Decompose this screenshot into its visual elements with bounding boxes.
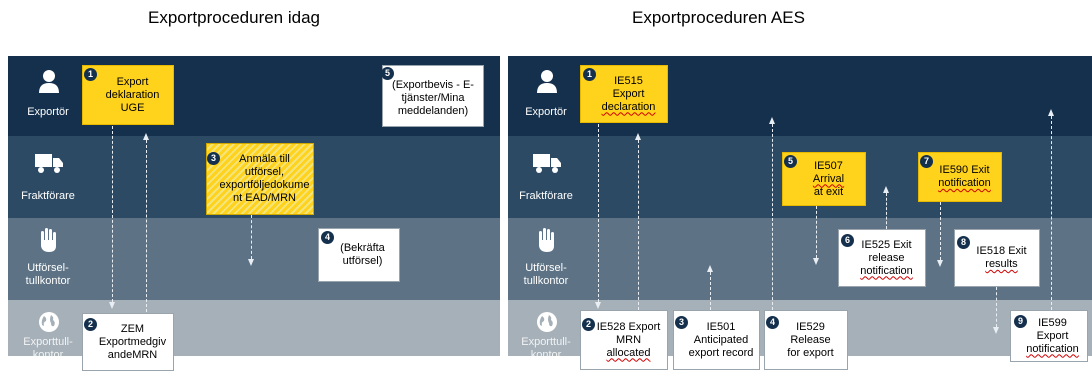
arrow-head-up-aes-3 [707,265,713,272]
step5-export-proof-box: (Exportbevis - E-tjänster/Mina meddeland… [382,65,484,127]
arrow-head-down-1 [109,302,115,309]
arrow-line-up-aes-9 [1051,116,1052,310]
arrow-line-down-1 [112,126,113,302]
step3-exit-notification-box: Anmäla till utförsel, exportföljedokume … [206,143,314,215]
row-label-exporter-aes: Exportör [525,106,567,118]
arrow-head-down-aes-8 [993,327,999,334]
arrow-line-down-aes-5 [816,206,817,258]
step3-number-badge: 3 [207,152,220,165]
step5-number-badge: 5 [381,67,394,80]
step1-export-declaration-box: Export deklaration UGE [82,65,174,125]
row-label-export-office: Exporttull-kontor [23,336,73,361]
person-icon [38,69,60,93]
step2-number-badge-aes: 2 [582,318,595,331]
person-icon [536,69,558,93]
step5-number-badge-aes: 5 [784,155,797,168]
step3-number-badge-aes: 3 [675,316,688,329]
arrow-line-down-3 [251,215,252,259]
arrow-line-down-aes-7 [940,202,941,260]
step4-number-badge-aes: 4 [766,316,779,329]
left-title: Exportproceduren idag [148,8,321,27]
row-label-carrier: Fraktförare [21,190,75,202]
exit-office-lane [8,218,500,300]
arrow-line-up-aes-6 [886,193,887,229]
row-label-exit-office-aes: Utförsel-tullkontor [523,262,569,287]
step1-number-badge-aes: 1 [583,68,596,81]
arrow-head-down-aes-1 [595,302,601,309]
arrow-line-down-aes-8 [996,287,997,327]
step6-number-badge-aes: 6 [841,234,854,247]
arrow-line-up-aes-3 [710,272,711,310]
step1-number-badge: 1 [84,68,97,81]
arrow-line-down-aes-1 [598,124,599,302]
right-title: Exportproceduren AES [632,8,805,27]
hand-icon [39,228,59,252]
arrow-head-up-aes-6 [883,186,889,193]
step4-number-badge: 4 [321,231,334,244]
arrow-head-down-aes-7 [937,260,943,267]
arrow-head-up-1 [143,133,149,140]
row-label-exit-office: Utförsel-tullkontor [25,262,71,287]
step9-number-badge-aes: 9 [1014,315,1027,328]
arrow-line-up-aes-4 [772,124,773,310]
row-label-carrier-aes: Fraktförare [519,190,573,202]
arrow-head-up-aes-2 [635,133,641,140]
step7-number-badge-aes: 7 [920,155,933,168]
row-label-exporter: Exportör [27,106,69,118]
arrow-line-up-1 [146,140,147,312]
globe-icon [536,311,558,333]
arrow-head-down-aes-5 [813,258,819,265]
hand-icon [537,228,557,252]
arrow-head-up-aes-9 [1048,109,1054,116]
truck-icon [35,152,63,174]
step2-export-release-box: ZEM Exportmedgiv andeMRN [82,313,174,371]
globe-icon [38,311,60,333]
step8-number-badge-aes: 8 [957,236,970,249]
row-label-export-office-aes: Exporttull-kontor [521,336,571,361]
left-panel: Exportör Fraktförare Utförsel-tullkontor… [8,56,500,371]
step2-number-badge: 2 [84,318,97,331]
arrow-line-up-aes-2 [638,140,639,310]
truck-icon [533,152,561,174]
arrow-head-down-3 [248,259,254,266]
arrow-head-up-aes-4 [769,117,775,124]
right-panel: Exportör Fraktförare Utförsel-tullkontor… [508,56,1092,370]
